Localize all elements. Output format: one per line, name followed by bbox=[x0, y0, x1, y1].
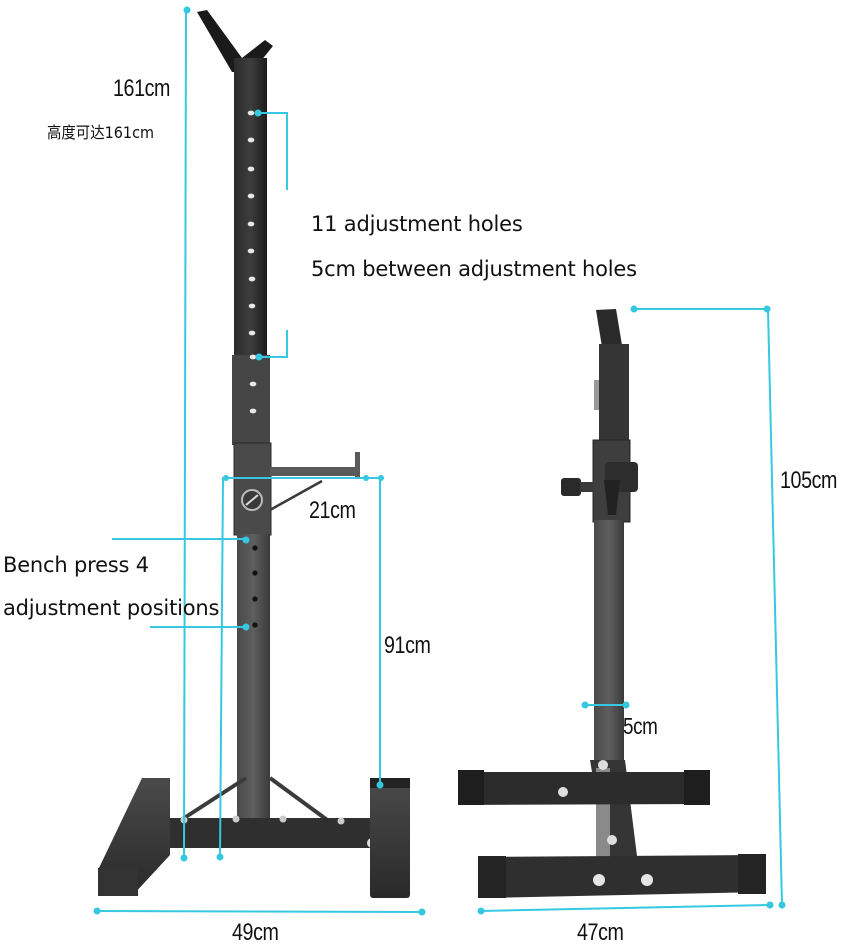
base-width-label: 49cm bbox=[232, 919, 279, 946]
height-note-chinese: 高度可达161cm bbox=[47, 123, 155, 142]
tube-width-label: 5cm bbox=[623, 713, 658, 739]
left-foot bbox=[98, 778, 170, 895]
hook-sleeve bbox=[233, 442, 272, 536]
base-depth-label: 47cm bbox=[577, 919, 624, 946]
side-rack bbox=[458, 309, 766, 898]
lower-post bbox=[237, 534, 270, 824]
holes-count-note: 11 adjustment holes bbox=[311, 212, 523, 236]
side-lower-post bbox=[594, 520, 624, 760]
bench-press-note-line1: Bench press 4 bbox=[3, 553, 149, 577]
base-crossbar bbox=[144, 818, 382, 848]
right-foot bbox=[370, 778, 410, 898]
upper-adjustment-holes bbox=[247, 110, 257, 414]
hook-length-label: 21cm bbox=[309, 497, 356, 524]
upper-post bbox=[234, 58, 267, 358]
front-rack bbox=[98, 10, 410, 898]
bench-press-note-line2: adjustment positions bbox=[3, 596, 220, 620]
side-front-foot bbox=[481, 855, 765, 898]
height-label: 161cm bbox=[113, 75, 171, 102]
holes-spacing-note: 5cm between adjustment holes bbox=[311, 257, 637, 281]
side-rear-foot bbox=[458, 772, 710, 805]
y-cradle bbox=[197, 10, 273, 72]
hook-arm bbox=[270, 467, 358, 476]
mid-post bbox=[232, 355, 270, 445]
bench-press-holes bbox=[252, 545, 258, 628]
hook-height-label: 91cm bbox=[384, 632, 431, 659]
dimension-lines bbox=[93, 6, 786, 916]
side-height-label: 105cm bbox=[780, 467, 838, 494]
